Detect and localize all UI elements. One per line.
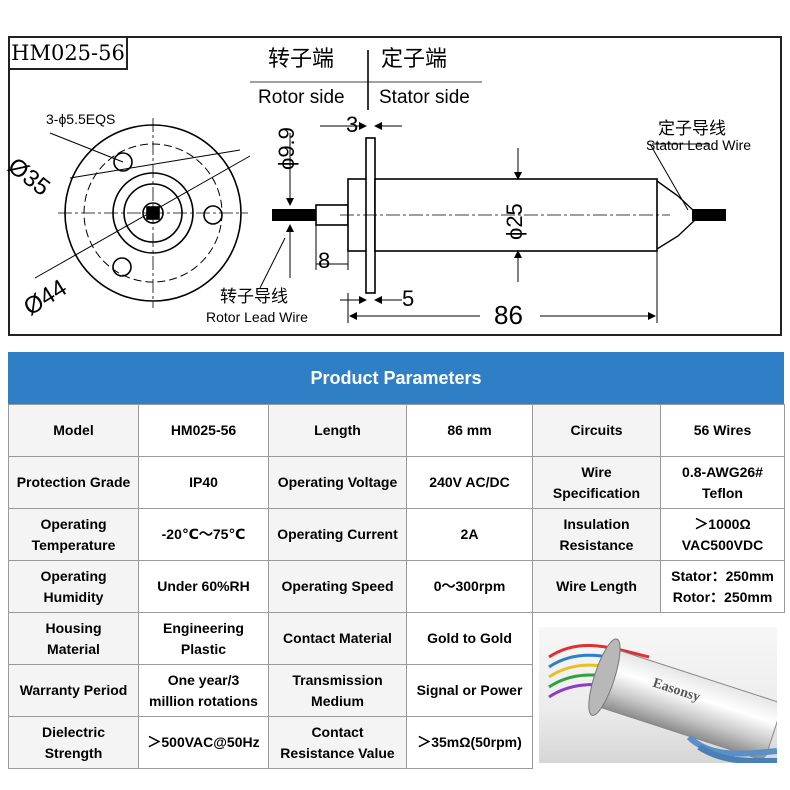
param-value: ＞1000Ω VAC500VDC [660, 508, 785, 561]
param-name: Operating Temperature [8, 508, 139, 561]
param-name: Operating Voltage [268, 456, 407, 509]
param-name: Wire Specification [532, 456, 661, 509]
side-view [272, 137, 726, 294]
param-name: Operating Humidity [8, 560, 139, 613]
stator-side-cn: 定子端 [381, 46, 448, 71]
param-name: Circuits [532, 404, 661, 457]
stator-wire-cn: 定子导线 [658, 119, 726, 138]
param-value: Gold to Gold [406, 612, 533, 665]
param-name: Dielectric Strength [8, 716, 139, 769]
stator-side-en: Stator side [379, 87, 470, 108]
param-name: Operating Speed [268, 560, 407, 613]
param-value: Under 60%RH [138, 560, 269, 613]
dim-86: 86 [494, 300, 523, 330]
param-value: HM025-56 [138, 404, 269, 457]
stator-wire-en: Stator Lead Wire [646, 137, 752, 153]
rotor-wire-en: Rotor Lead Wire [206, 309, 308, 325]
param-name: Length [268, 404, 407, 457]
dim-8: 8 [318, 248, 331, 273]
product-photo: Easonsy [539, 626, 777, 763]
param-name: Contact Material [268, 612, 407, 665]
dim-phi99: ϕ9.9 [274, 127, 299, 170]
param-name: Warranty Period [8, 664, 139, 717]
rotor-side-en: Rotor side [258, 87, 345, 108]
model-badge: HM025-56 [8, 36, 128, 70]
technical-drawing: 转子端 Rotor side 定子端 Stator side 3-ϕ5.5EQS… [3, 36, 782, 336]
drawing-lines [34, 50, 726, 323]
param-value: Signal or Power [406, 664, 533, 717]
param-name: Housing Material [8, 612, 139, 665]
dim-phi25: ϕ25 [502, 203, 527, 240]
param-value: 86 mm [406, 404, 533, 457]
param-value: One year/3 million rotations [138, 664, 269, 717]
param-value: 0～300rpm [406, 560, 533, 613]
rotor-wire-cn: 转子导线 [220, 287, 288, 306]
product-photo-cell: Easonsy [532, 612, 785, 769]
param-name: Contact Resistance Value [268, 716, 407, 769]
param-name: Model [8, 404, 139, 457]
param-value: 240V AC/DC [406, 456, 533, 509]
param-value: -20℃～75℃ [138, 508, 269, 561]
holes-label: 3-ϕ5.5EQS [46, 111, 116, 127]
param-value: 56 Wires [660, 404, 785, 457]
slip-ring-photo: Easonsy [548, 638, 777, 763]
param-name: Operating Current [268, 508, 407, 561]
param-value: Engineering Plastic [138, 612, 269, 665]
table-title: Product Parameters [8, 352, 784, 404]
param-value: IP40 [138, 456, 269, 509]
param-value: Stator：250mm Rotor：250mm [660, 560, 785, 613]
param-value: 2A [406, 508, 533, 561]
front-view [34, 118, 251, 308]
param-name: Transmission Medium [268, 664, 407, 717]
rotor-side-cn: 转子端 [268, 46, 335, 71]
param-value: ＞35mΩ(50rpm) [406, 716, 533, 769]
param-name: Protection Grade [8, 456, 139, 509]
dim-3: 3 [346, 112, 359, 137]
param-value: ＞500VAC@50Hz [138, 716, 269, 769]
dim-5: 5 [402, 286, 415, 311]
param-value: 0.8-AWG26# Teflon [660, 456, 785, 509]
param-name: Wire Length [532, 560, 661, 613]
param-name: Insulation Resistance [532, 508, 661, 561]
